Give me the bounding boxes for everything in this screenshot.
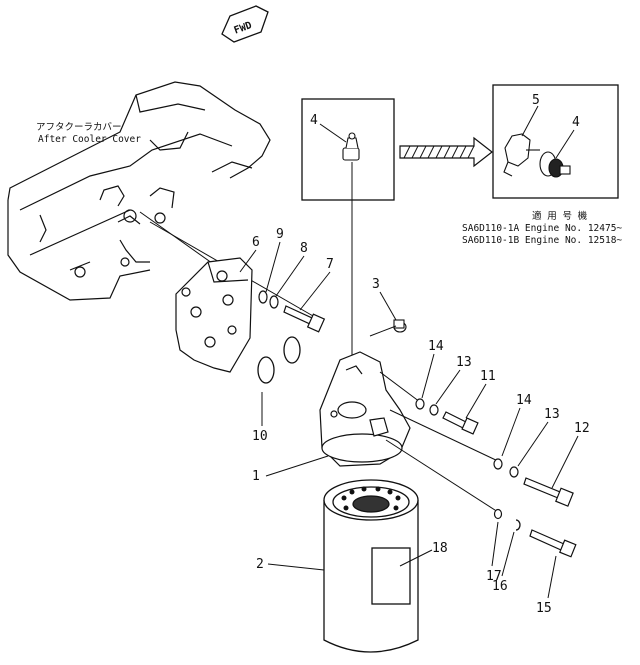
callout-16: 16 xyxy=(492,579,508,594)
callout-7: 7 xyxy=(326,257,334,272)
fwd-arrow-icon: FWD xyxy=(221,5,269,43)
applicable-line-2: SA6D110-1B Engine No. 12518~ xyxy=(462,235,622,246)
washer-17 xyxy=(493,508,503,520)
grease-fitting-icon xyxy=(342,132,360,161)
washer-14 xyxy=(493,458,503,470)
after-cooler-cover-label-jp: アフタクーラカバー xyxy=(36,122,122,133)
bolt-12 xyxy=(523,477,574,507)
o-ring xyxy=(283,336,301,364)
applicable-heading: 適 用 号 機 xyxy=(532,210,588,222)
callout-12: 12 xyxy=(574,421,590,436)
grease-nipple-icon xyxy=(539,151,571,178)
bolt-11 xyxy=(442,411,479,435)
bolt-15 xyxy=(529,529,577,558)
leader-line xyxy=(385,439,499,513)
leader-line xyxy=(379,371,421,403)
after-cooler-cover-drawing xyxy=(7,81,271,301)
filter-head xyxy=(319,351,411,467)
adapter-icon xyxy=(503,133,540,177)
callout-9: 9 xyxy=(276,227,284,242)
callout-2: 2 xyxy=(256,557,264,572)
o-ring xyxy=(257,356,275,384)
washer-14 xyxy=(415,398,425,410)
callout-14b: 14 xyxy=(516,393,532,408)
callout-14a: 14 xyxy=(428,339,444,354)
callout-13b: 13 xyxy=(544,407,560,422)
callout-10: 10 xyxy=(252,429,268,444)
bolt-7 xyxy=(283,305,326,333)
callout-5: 5 xyxy=(532,93,540,108)
callout-6: 6 xyxy=(252,235,260,250)
filter-cartridge xyxy=(323,479,419,653)
callout-17: 17 xyxy=(486,569,502,584)
washer-13 xyxy=(509,466,519,478)
callout-8: 8 xyxy=(300,241,308,256)
seal-16 xyxy=(515,519,521,531)
callout-3: 3 xyxy=(372,277,380,292)
bracket-part xyxy=(175,257,253,373)
washer-13 xyxy=(429,404,439,416)
washer-9 xyxy=(258,290,268,304)
callout-18: 18 xyxy=(432,541,448,556)
washer-8 xyxy=(269,295,279,309)
callout-1: 1 xyxy=(252,469,260,484)
callout-13a: 13 xyxy=(456,355,472,370)
callout-4-detail: 4 xyxy=(310,113,318,128)
callout-11: 11 xyxy=(480,369,496,384)
applicable-line-1: SA6D110-1A Engine No. 12475~ xyxy=(462,223,622,234)
hatched-arrow-icon xyxy=(399,136,493,168)
leader-line xyxy=(389,409,501,463)
after-cooler-cover-label-en: After Cooler Cover xyxy=(38,134,141,145)
callout-15: 15 xyxy=(536,601,552,616)
callout-4-inset: 4 xyxy=(572,115,580,130)
